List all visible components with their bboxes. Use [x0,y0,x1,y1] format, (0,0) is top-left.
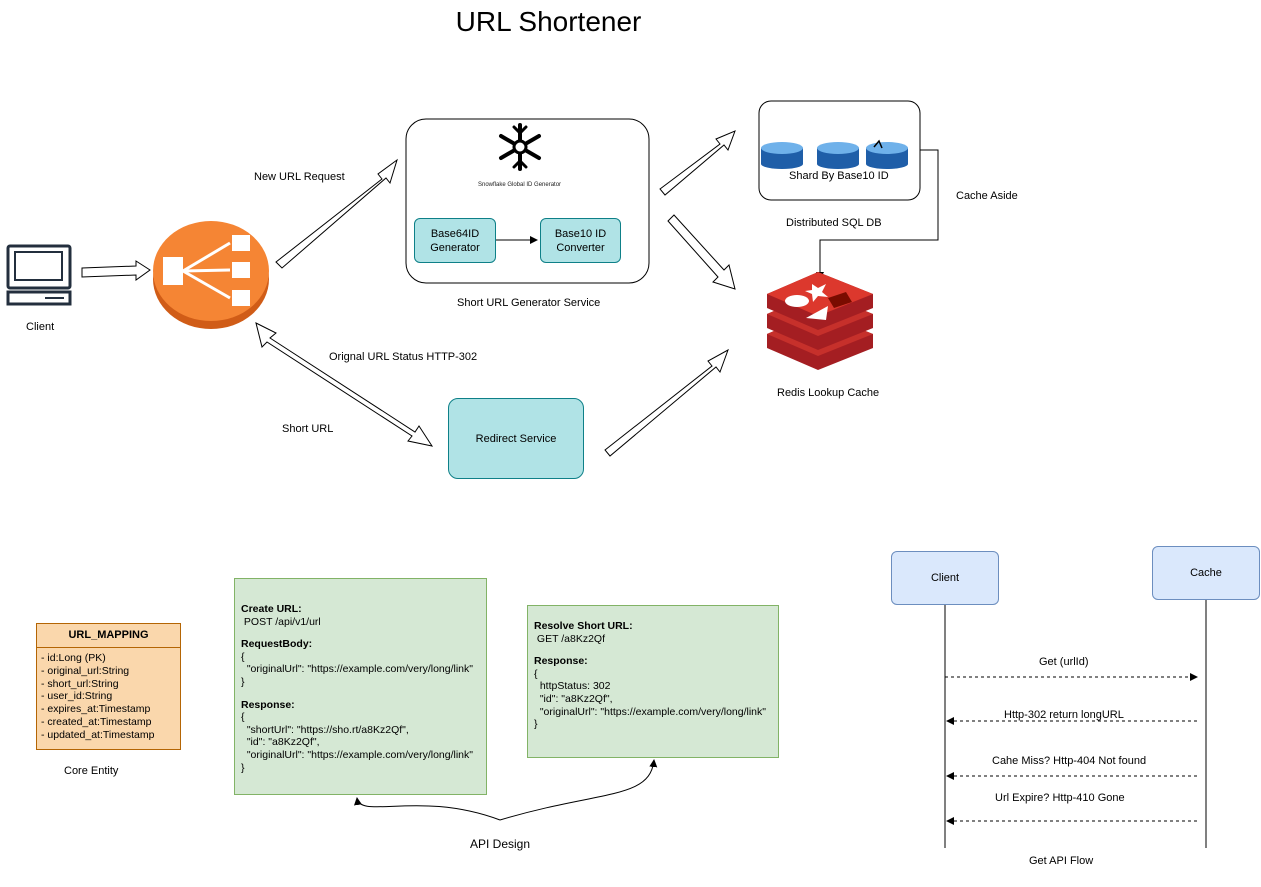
redirect-to-redis-arrow [604,348,729,457]
create-url-api-box: Create URL: POST /api/v1/url RequestBody… [234,578,487,795]
entity-caption: Core Entity [64,765,119,777]
new-url-request-label: New URL Request [254,171,345,183]
short-url-label: Short URL [282,423,334,435]
flow-client-participant[interactable]: Client [891,551,999,605]
entity-field: - updated_at:Timestamp [41,728,155,741]
redirect-service-box[interactable]: Redirect Service [448,398,584,479]
flow-cache-participant[interactable]: Cache [1152,546,1260,600]
db-shard-icon [761,142,803,169]
entity-field: - short_url:String [41,677,119,690]
sql-db-caption: Distributed SQL DB [786,217,882,229]
base10-converter-box[interactable]: Base10 ID Converter [540,218,621,263]
entity-field: - expires_at:Timestamp [41,703,151,716]
lb-to-generator-arrow [275,158,398,269]
cache-aside-label: Cache Aside [956,190,1018,202]
redis-caption: Redis Lookup Cache [777,387,880,399]
message-label: Cahe Miss? Http-404 Not found [992,755,1147,767]
api-design-curve-right [499,759,658,821]
client-to-lb-arrow [81,260,151,281]
entity-field: - created_at:Timestamp [41,715,152,728]
entity-table: URL_MAPPING - id:Long (PK) - original_ur… [36,623,181,750]
resolve-endpoint: GET /a8Kz2Qf [534,632,606,645]
entity-name: URL_MAPPING [37,624,180,648]
create-response-heading: Response: [241,698,295,711]
resolve-heading: Resolve Short URL: [534,620,633,632]
diagram-title: URL Shortener [455,6,642,37]
client-label: Client [26,321,55,333]
shard-label: Shard By Base10 ID [789,170,889,182]
api-design-curve-left [354,797,501,821]
entity-field: - original_url:String [41,664,130,677]
entity-fields: - id:Long (PK) - original_url:String - s… [37,648,180,742]
lb-redirect-double-arrow [255,322,434,447]
resolve-url-api-box: Resolve Short URL: GET /a8Kz2Qf Response… [527,605,779,758]
create-heading: Create URL: [241,603,302,615]
db-shard-icon [817,142,859,169]
cursor-icon [873,139,883,149]
snowflake-icon [499,123,541,171]
generator-to-redis-arrow [667,214,736,290]
resolve-response-body: { httpStatus: 302 "id": "a8Kz2Qf", "orig… [534,667,766,731]
db-shard-icon [866,142,908,169]
snowflake-label: Snowflake Global ID Generator [478,182,562,188]
api-design-caption: API Design [470,837,531,851]
create-request-body: { "originalUrl": "https://example.com/ve… [241,650,473,688]
create-response-body: { "shortUrl": "https://sho.rt/a8Kz2Qf", … [241,711,473,774]
generator-service-label: Short URL Generator Service [457,297,601,309]
resolve-response-heading: Response: [534,655,588,668]
message-label: Get (urlId) [1039,656,1089,668]
create-endpoint: POST /api/v1/url [241,615,321,628]
create-request-heading: RequestBody: [241,638,313,651]
computer-icon [6,244,72,306]
redis-icon [767,272,873,370]
original-url-status-label: Orignal URL Status HTTP-302 [329,351,478,363]
generator-to-db-arrow [659,130,736,196]
entity-field: - id:Long (PK) [41,652,106,664]
load-balancer-icon [153,221,269,329]
base64-generator-box[interactable]: Base64ID Generator [414,218,496,263]
flow-caption: Get API Flow [1029,855,1094,867]
message-label: Http-302 return longURL [1004,709,1124,721]
cache-aside-connector [816,149,939,280]
entity-field: - user_id:String [41,690,113,703]
message-label: Url Expire? Http-410 Gone [995,792,1125,804]
